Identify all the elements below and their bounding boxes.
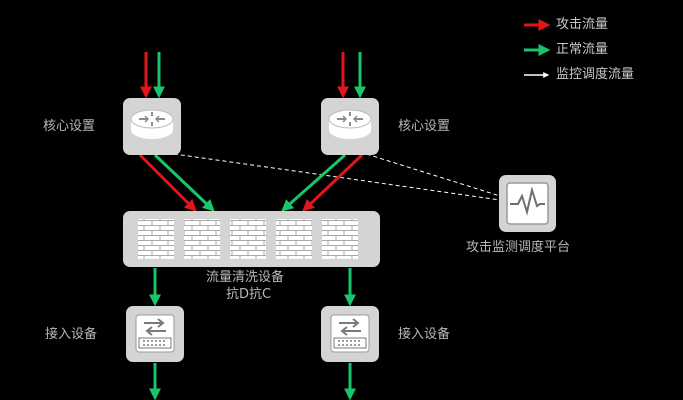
legend-label-monitor: 监控调度流量: [556, 67, 635, 82]
scrubber-label-line2: 抗D抗C: [226, 287, 272, 302]
switch-icon: [330, 314, 370, 353]
legend-label-normal: 正常流量: [556, 42, 609, 57]
access-device-right: [321, 306, 379, 362]
monitor-label: 攻击监测调度平台: [466, 240, 571, 255]
access-left-label: 接入设备: [45, 327, 98, 342]
access-device-left: [126, 306, 184, 362]
core-to-scrubber-normal-left: [153, 153, 215, 212]
firewall-brick-icon: [138, 219, 358, 259]
scrubber-device: [123, 211, 380, 267]
switch-icon: [135, 314, 175, 353]
monitor-link-left: [159, 151, 501, 201]
access-right-label: 接入设备: [398, 327, 451, 342]
core-to-scrubber-attack-right: [302, 153, 364, 212]
core-to-scrubber-attack-left: [138, 153, 197, 212]
legend: [524, 19, 551, 78]
core-right-label: 核心设置: [398, 119, 451, 134]
router-icon: [328, 109, 372, 139]
heartbeat-monitor-icon: [506, 182, 549, 225]
scrubber-label-line1: 流量清洗设备: [206, 270, 285, 285]
monitor-link-right: [359, 151, 501, 197]
router-icon: [130, 109, 174, 139]
legend-label-attack: 攻击流量: [556, 17, 609, 32]
core-router-left: [123, 98, 181, 155]
core-left-label: 核心设置: [43, 119, 96, 134]
core-router-right: [321, 98, 379, 155]
monitor-platform: [499, 175, 556, 232]
core-to-scrubber-normal-right: [281, 153, 346, 212]
